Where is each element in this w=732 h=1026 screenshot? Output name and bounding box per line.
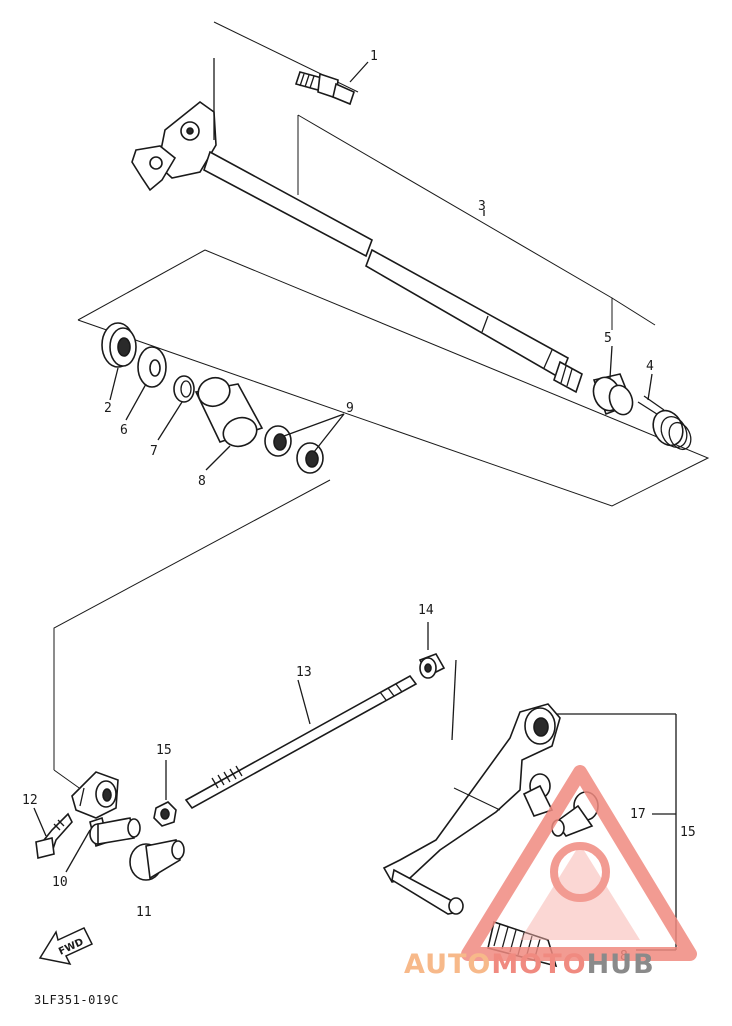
tie-rod-part-13 [184, 674, 418, 810]
bolt-part-1 [294, 71, 355, 106]
callout-5: 5 [604, 331, 612, 346]
bolt-part-12 [35, 812, 73, 859]
fwd-arrow: FWD [38, 927, 94, 966]
watermark-part-3: HUB [587, 949, 655, 980]
seals-and-bushings [101, 322, 324, 474]
callout-12: 12 [22, 793, 38, 808]
watermark-text-auto: AUTOMOTOHUB [404, 949, 655, 980]
callout-10: 10 [52, 875, 68, 890]
callout-15-left: 15 [156, 743, 172, 758]
upper-boundary-lines [53, 21, 710, 791]
nut-part-15 [153, 801, 177, 827]
callout-7: 7 [150, 444, 158, 459]
callout-13: 13 [296, 665, 312, 680]
callout-6: 6 [120, 423, 128, 438]
callout-8-upper: 8 [198, 474, 206, 489]
watermark-part-1: AUTO [404, 949, 491, 980]
callout-4: 4 [646, 359, 654, 374]
callout-15-right: 15 [680, 825, 696, 840]
callout-3: 3 [478, 199, 486, 214]
callout-11: 11 [136, 905, 152, 920]
rod-end-part-11 [89, 817, 185, 881]
callout-17: 17 [630, 807, 646, 822]
callout-1: 1 [370, 49, 378, 64]
bush-part-14 [418, 653, 457, 741]
leader-lines [33, 61, 653, 873]
shift-shaft [131, 58, 583, 394]
spring-part-4 [637, 395, 692, 451]
callout-2: 2 [104, 401, 112, 416]
diagram-code: 3LF351-019C [34, 993, 119, 1007]
callout-9: 9 [346, 401, 354, 416]
collar-part-5 [592, 373, 634, 416]
watermark-logo [461, 765, 697, 961]
callout-14: 14 [418, 603, 434, 618]
watermark-part-2: MOTO [491, 949, 586, 980]
